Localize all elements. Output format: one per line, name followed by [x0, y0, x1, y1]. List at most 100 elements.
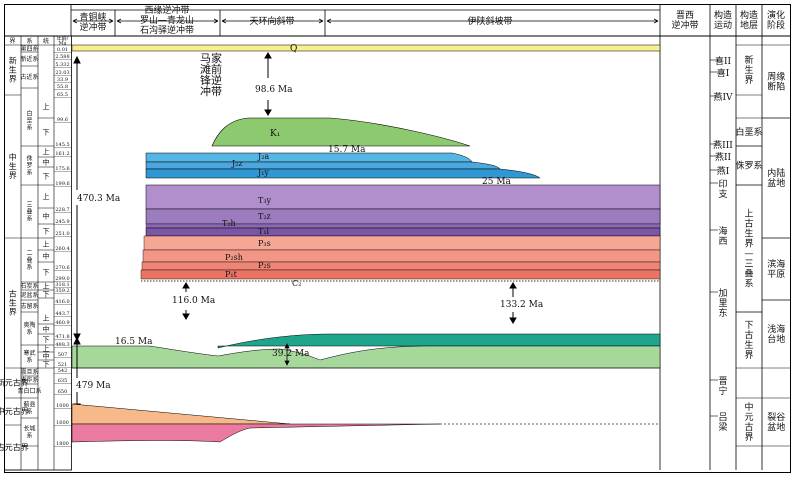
- system-label: 奥陶系: [23, 321, 35, 336]
- age-value: 471.8: [55, 334, 69, 340]
- system-label: 三叠系: [26, 202, 32, 223]
- zone-brackets: [71, 9, 660, 36]
- era-label: 新元古界: [0, 378, 29, 388]
- series-label: 上: [43, 313, 50, 322]
- stratum-T1l: [145, 227, 661, 237]
- age-470-3: 470.3 Ma: [77, 194, 121, 204]
- label-C2: C₂: [292, 279, 301, 288]
- system-label: 青白口系: [17, 387, 41, 395]
- zone-yishan: 伊陕斜坡带: [467, 15, 512, 27]
- series-label: 下: [43, 172, 50, 180]
- series-label: 中: [43, 157, 50, 166]
- label-K1: K₁: [270, 129, 280, 139]
- label-Q: Q: [290, 44, 297, 54]
- series-label: 下: [43, 227, 50, 235]
- col-header-system: 系: [26, 37, 32, 45]
- layer-label: 下古生界: [744, 321, 753, 361]
- layer-label: 侏罗系: [735, 161, 762, 172]
- header-evolution: 演化阶段: [767, 9, 785, 31]
- age-value: 5.332: [55, 62, 69, 68]
- arrow-133-2: [509, 282, 517, 324]
- zone-jinxi: 晋西逆冲带: [671, 10, 698, 31]
- age-value: 175.6: [55, 166, 69, 172]
- age-value: 488.3: [55, 342, 69, 348]
- zone-tongtongxia: 青铜峡逆冲带: [79, 11, 106, 33]
- series-label: 上: [43, 239, 50, 248]
- age-479: 479 Ma: [76, 381, 111, 391]
- stage-label: 滨海平原: [767, 258, 785, 280]
- label-J2a: J₂a: [257, 152, 269, 161]
- age-value: 23.03: [55, 70, 69, 76]
- age-value: 99.6: [57, 117, 68, 123]
- movement-label: 印支: [718, 178, 727, 200]
- stage-label: 周缘断陷: [767, 71, 785, 93]
- age-value: 542: [58, 368, 68, 374]
- header-tectonic-layer: 构造地层: [740, 9, 758, 31]
- age-value: 33.9: [57, 77, 68, 83]
- stratum-P2s: [141, 261, 661, 271]
- series-label: 上: [43, 102, 50, 111]
- series-label: 上: [43, 344, 50, 353]
- stratum-ordovician: [217, 333, 661, 349]
- era-label: 古元古界: [0, 442, 29, 452]
- age-value: 270.6: [55, 265, 69, 271]
- era-label: 中生界: [9, 152, 17, 180]
- layer-label: 上古生界—三叠系: [744, 209, 753, 290]
- age-value: 521: [58, 362, 68, 368]
- label-P2sh: P₂sh: [225, 253, 243, 262]
- era-label: 新生界: [9, 56, 17, 84]
- zone-shigouyi: 石沟驿逆冲带: [140, 24, 194, 36]
- system-label: 石炭系: [20, 282, 38, 290]
- age-value: 650: [58, 389, 68, 395]
- label-T3y: T₃y: [258, 196, 272, 205]
- label-T1l: T₁l: [258, 227, 270, 236]
- majia-label: 马家滩前锋逆冲带: [200, 51, 222, 98]
- stratum-J1y: [145, 168, 541, 179]
- age-value: 161.2: [55, 151, 69, 157]
- system-label: 新近系: [20, 55, 38, 63]
- zone-tianhuan: 天环向斜带: [249, 15, 294, 27]
- system-label: 志留系: [20, 302, 38, 310]
- series-label: 中: [43, 351, 50, 360]
- system-label: 震旦系: [20, 368, 38, 376]
- series-label: 下: [43, 268, 50, 276]
- movement-label: 喜I: [717, 67, 730, 79]
- arrow-116: [182, 282, 190, 320]
- movement-label: 海西: [718, 225, 727, 247]
- age-value: 251.0: [55, 231, 69, 237]
- system-label: 南华系: [20, 376, 38, 384]
- stage-label: 内陆盆地: [767, 167, 785, 189]
- era-label: 中元古界: [0, 406, 29, 416]
- system-label: 二叠系: [26, 250, 32, 271]
- system-label: 古近系: [20, 73, 38, 81]
- stage-label: 裂谷盆地: [767, 412, 785, 433]
- movement-label: 燕III: [713, 139, 733, 151]
- zone-xiyuan: 西缘逆冲带: [144, 4, 189, 16]
- stratum-T3y: [145, 184, 661, 210]
- age-value: 318.1: [55, 282, 69, 288]
- era-label: 古生界: [9, 289, 17, 317]
- age-value: 299.0: [55, 276, 69, 282]
- header-tectonic-movement: 构造运动: [714, 9, 732, 31]
- age-value: 507: [58, 352, 68, 358]
- stratum-P1t: [140, 269, 661, 280]
- layer-label: 中元古界: [744, 401, 753, 443]
- stratum-changcheng: [71, 423, 441, 443]
- age-16-5: 16.5 Ma: [115, 337, 153, 347]
- label-J2z: J₂z: [231, 159, 243, 168]
- age-value: 55.8: [57, 84, 68, 90]
- col-header-series: 统: [43, 37, 49, 45]
- age-value: 416.0: [55, 299, 69, 305]
- series-label: 下: [43, 128, 50, 136]
- col-header-age: 年龄/Ma: [57, 35, 69, 47]
- series-label: 上: [43, 192, 50, 201]
- movement-label: 燕IV: [713, 91, 733, 103]
- label-J1y: J₁y: [257, 168, 269, 177]
- system-label: 蓟县系: [23, 401, 35, 416]
- series-label: 下: [43, 336, 50, 344]
- age-value: 0.01: [57, 47, 68, 53]
